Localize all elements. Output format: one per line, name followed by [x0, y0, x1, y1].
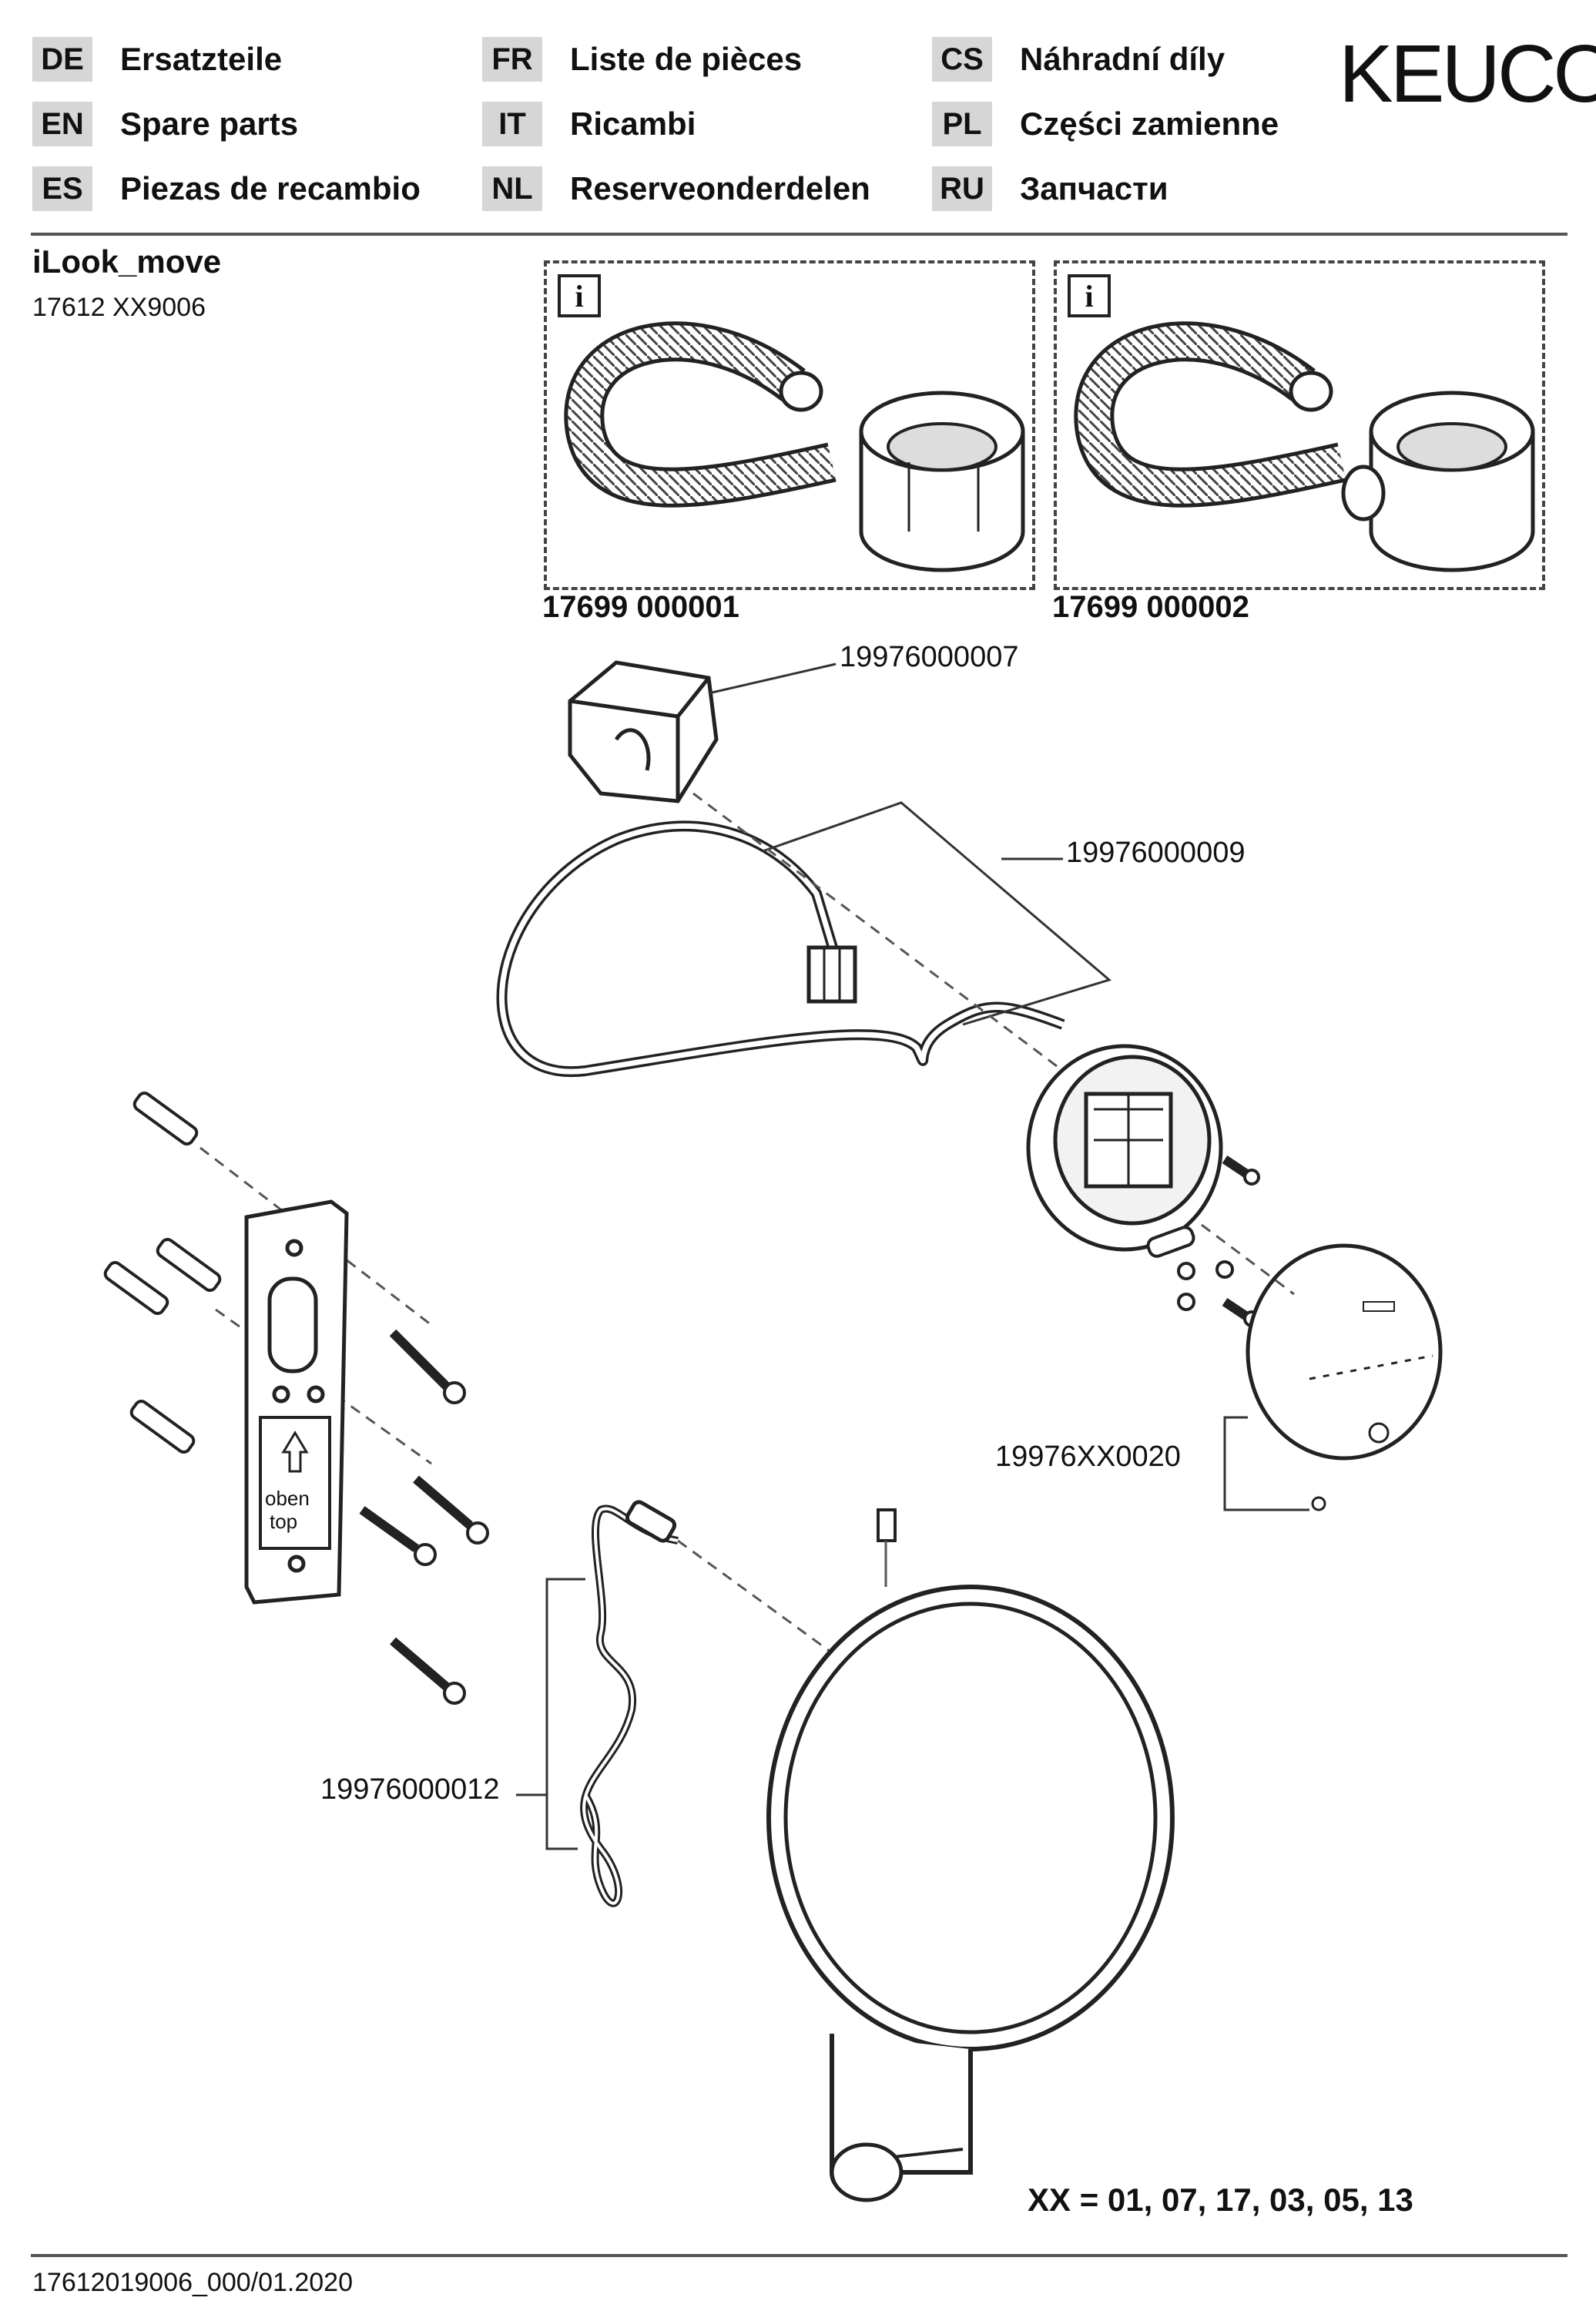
info-icon: i — [1068, 274, 1111, 317]
lang-label-nl: Reserveonderdelen — [570, 170, 870, 206]
part-label-power-cable: 19976000012 — [320, 1773, 500, 1806]
lang-row-pl: PL Części zamienne — [932, 102, 1279, 146]
part-label-driver: 19976000007 — [840, 641, 1019, 673]
part-label-control-unit: 19976XX0020 — [995, 1441, 1181, 1473]
flush-box-hose-2 — [1074, 321, 1535, 572]
lang-row-en: EN Spare parts — [32, 102, 298, 146]
info-icon: i — [558, 274, 601, 317]
option-2-part-number: 17699 000002 — [1052, 590, 1249, 624]
lang-row-it: IT Ricambi — [482, 102, 696, 146]
power-cable — [580, 1500, 679, 1907]
option-box-1 — [544, 260, 1035, 590]
lang-code-en: EN — [32, 102, 92, 146]
plate-text-top: top — [270, 1510, 298, 1533]
long-screws — [359, 1329, 473, 1691]
lang-label-fr: Liste de pièces — [570, 41, 803, 77]
lang-code-nl: NL — [482, 166, 542, 211]
control-unit — [1246, 1243, 1443, 1461]
lang-label-de: Ersatzteile — [120, 41, 283, 77]
lang-row-es: ES Piezas de recambio — [32, 166, 421, 211]
document-number: 17612019006_000/01.2020 — [32, 2268, 353, 2297]
lang-code-fr: FR — [482, 37, 542, 82]
flush-box-hose-1 — [564, 321, 1025, 572]
variant-color-codes: XX = 01, 07, 17, 03, 05, 13 — [1028, 2182, 1413, 2218]
lang-row-ru: RU Запчасти — [932, 166, 1168, 211]
lang-label-ru: Запчасти — [1020, 170, 1168, 206]
product-code: 17612 XX9006 — [32, 293, 206, 322]
part-label-cable: 19976000009 — [1066, 837, 1246, 869]
screws — [1146, 1156, 1260, 1327]
option-1-part-number: 17699 000001 — [542, 590, 739, 624]
option-box-2 — [1054, 260, 1545, 590]
product-name: iLook_move — [32, 243, 222, 280]
wall-anchors — [103, 1092, 222, 1454]
wall-mount-base — [1026, 1044, 1223, 1252]
lang-label-cs: Náhradní díly — [1020, 41, 1226, 77]
lang-label-it: Ricambi — [570, 106, 696, 142]
lang-code-it: IT — [482, 102, 542, 146]
lang-code-cs: CS — [932, 37, 992, 82]
connection-cable — [496, 820, 1065, 1078]
lang-row-fr: FR Liste de pièces — [482, 37, 802, 82]
lang-row-cs: CS Náhradní díly — [932, 37, 1225, 82]
plate-text-oben: oben — [265, 1487, 310, 1510]
lang-row-nl: NL Reserveonderdelen — [482, 166, 870, 211]
footer-divider — [31, 2254, 1568, 2257]
lang-label-en: Spare parts — [120, 106, 299, 142]
lang-code-de: DE — [32, 37, 92, 82]
lang-code-pl: PL — [932, 102, 992, 146]
driver-box — [568, 660, 719, 803]
lang-label-es: Piezas de recambio — [120, 170, 421, 206]
lang-row-de: DE Ersatzteile — [32, 37, 282, 82]
lang-code-ru: RU — [932, 166, 992, 211]
lang-code-es: ES — [32, 166, 92, 211]
brand-logo: KEUCO — [1339, 29, 1596, 119]
lang-label-pl: Części zamienne — [1020, 106, 1279, 142]
mirror — [766, 1508, 1175, 2202]
header-divider — [31, 233, 1568, 236]
mounting-plate — [244, 1199, 349, 1605]
